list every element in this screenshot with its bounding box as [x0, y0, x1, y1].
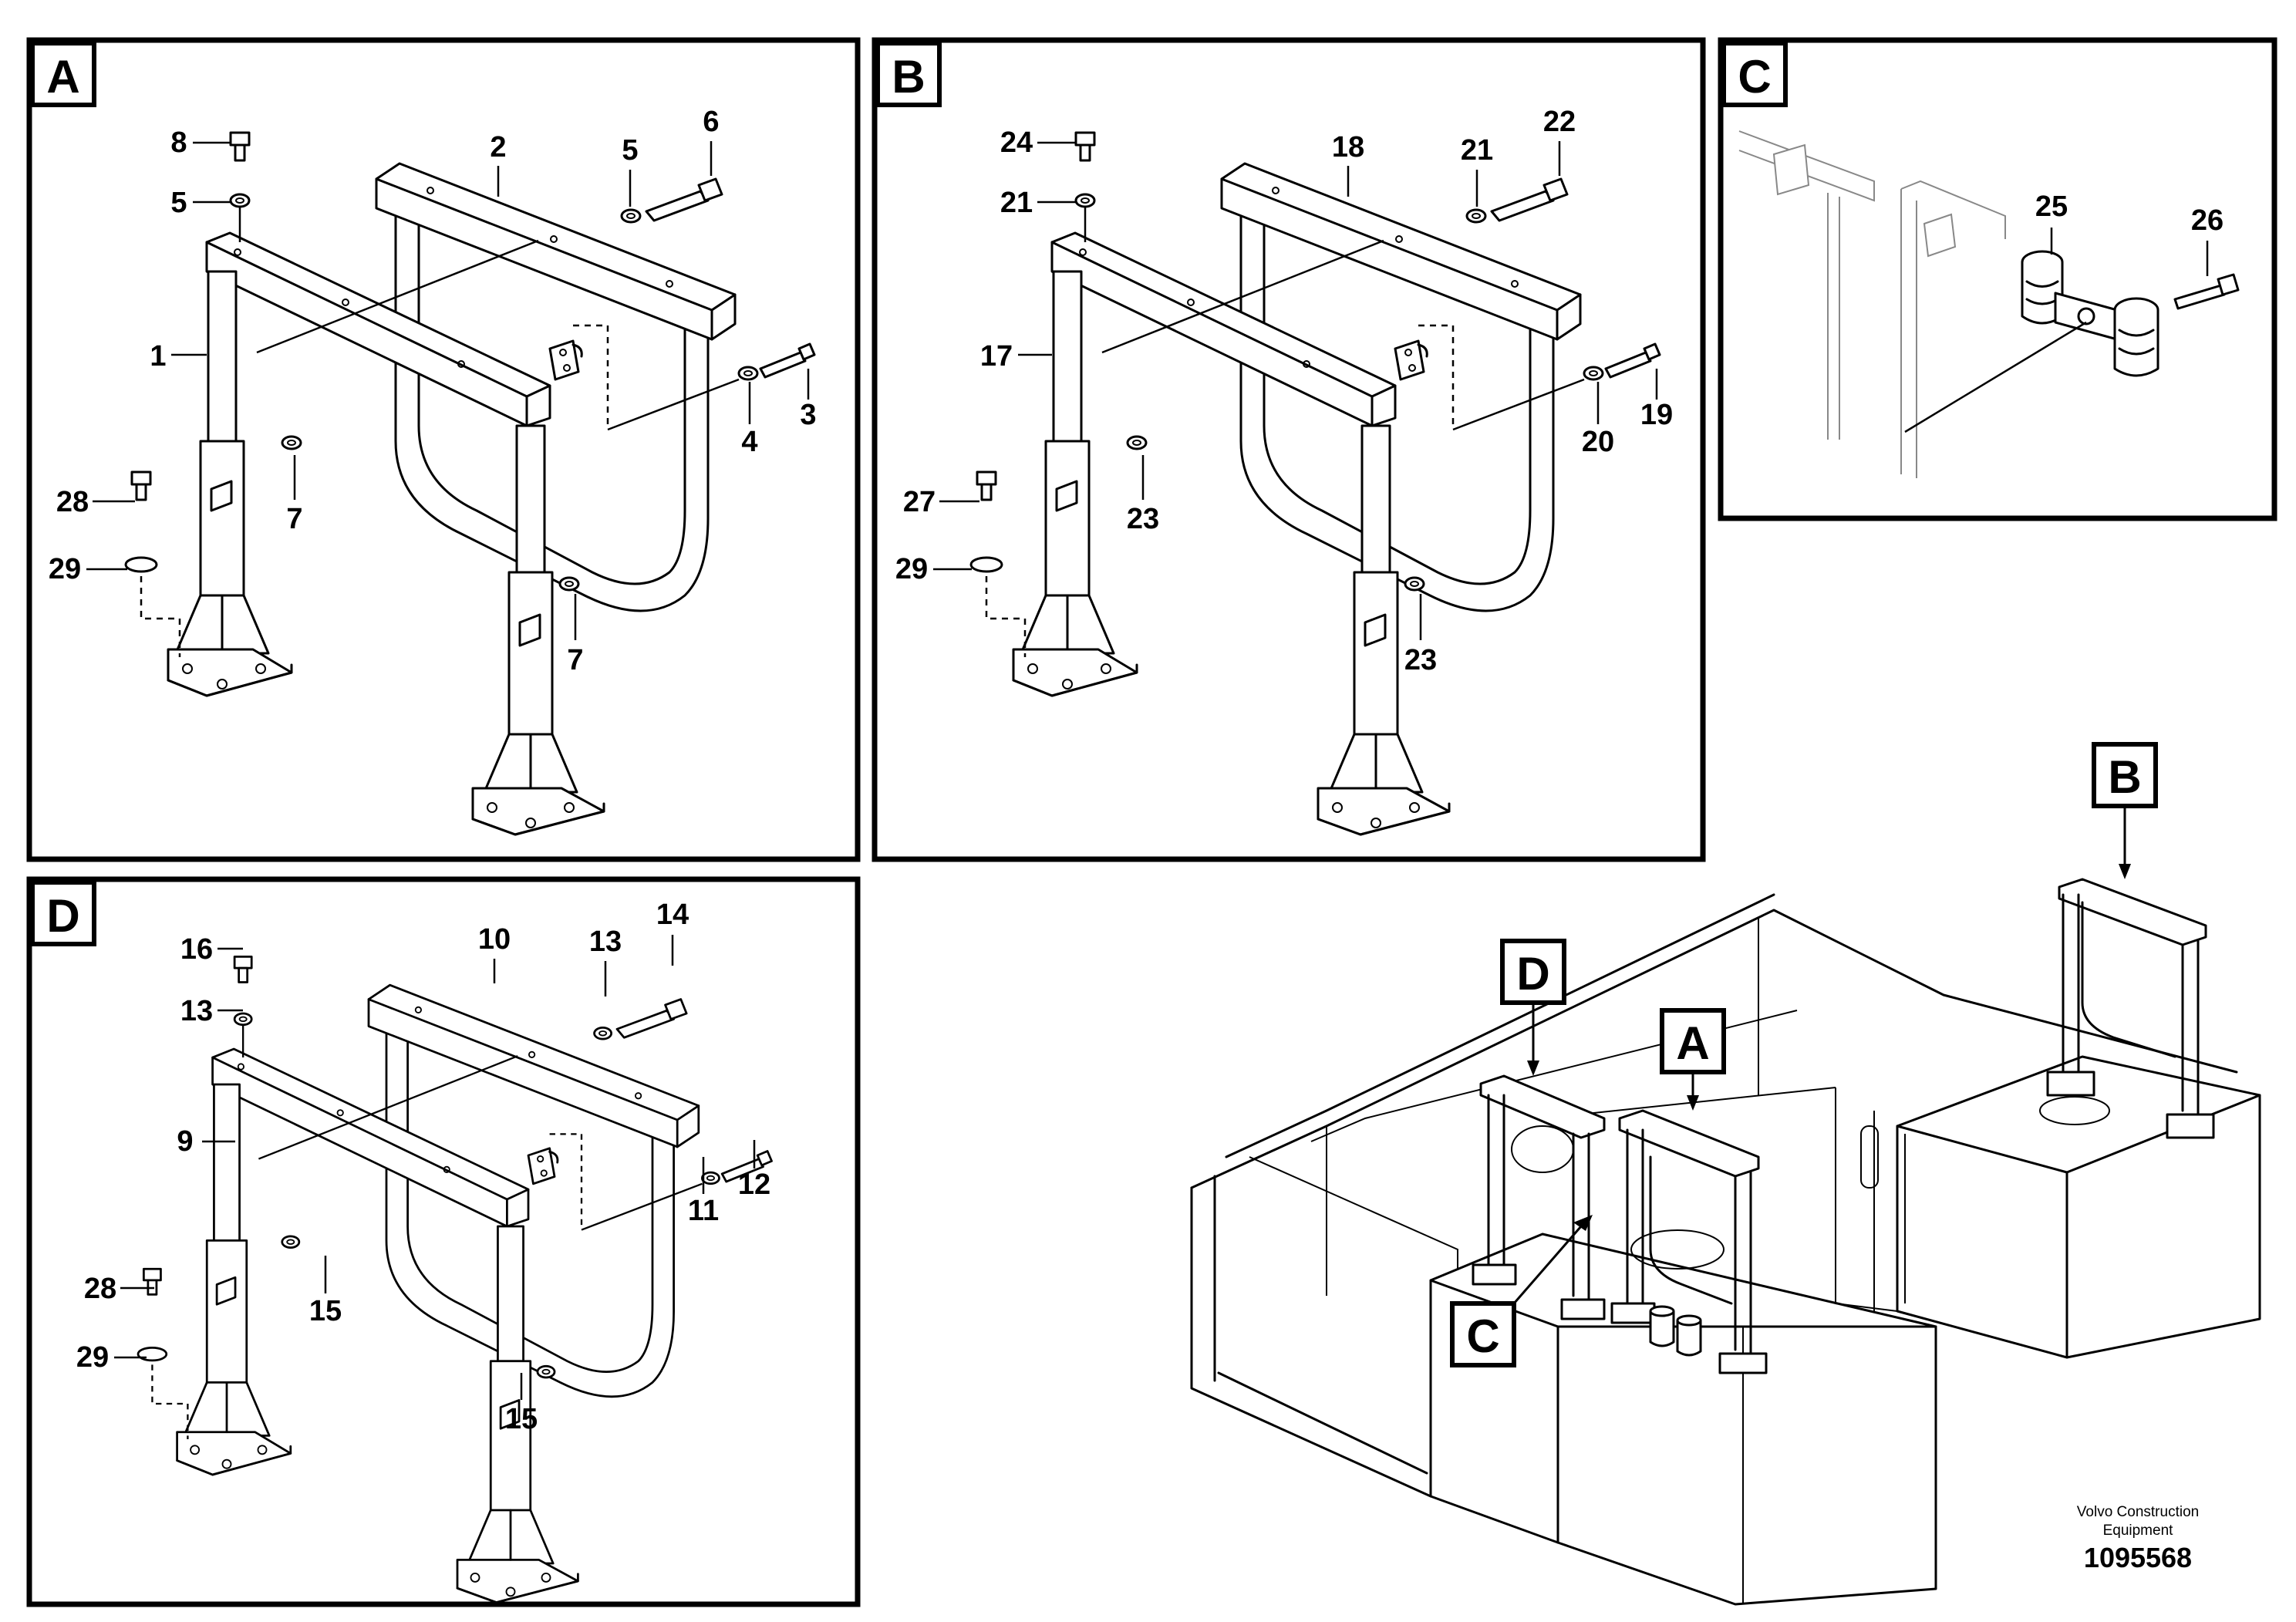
panel-b-letter: B	[892, 51, 925, 103]
panel-b: B 24 21 18 21 22	[872, 37, 1706, 862]
panel-a-assembly	[124, 131, 816, 836]
callout-c-25: 25	[2035, 191, 2068, 223]
panel-a: A 8 5 2 5	[26, 37, 861, 862]
panel-a-border	[26, 37, 861, 862]
callout-b-18: 18	[1332, 131, 1364, 164]
callout-d-29: 29	[76, 1341, 109, 1374]
overview-stand-b	[2046, 878, 2215, 1139]
overview-stand-d	[1472, 1074, 1606, 1320]
panel-a-letter: A	[46, 51, 79, 103]
callout-a-4: 4	[741, 426, 757, 458]
callout-a-7-upper: 7	[286, 503, 302, 535]
credit-line-2: Equipment	[2103, 1523, 2174, 1539]
callout-b-27: 27	[903, 486, 936, 518]
callout-d-11: 11	[688, 1195, 719, 1227]
panel-b-assembly	[969, 131, 1661, 836]
callout-b-22: 22	[1543, 106, 1576, 138]
callout-a-6: 6	[703, 106, 719, 138]
credit-line-1: Volvo Construction	[2077, 1504, 2199, 1520]
callout-b-29: 29	[895, 553, 928, 585]
callout-d-12: 12	[738, 1168, 770, 1201]
overview-marker-b-box	[2092, 742, 2158, 808]
panel-d-letter: D	[46, 890, 79, 942]
overview-marker-a: A	[1676, 1017, 1709, 1069]
panel-d-letter-box	[30, 880, 96, 946]
panel-c-letter: C	[1738, 51, 1771, 103]
callout-d-15-upper: 15	[309, 1295, 342, 1327]
document-number: 1095568	[2084, 1542, 2192, 1573]
panel-c-letter-box	[1721, 41, 1788, 107]
callout-a-5-right: 5	[622, 134, 638, 167]
overview-marker-a-box	[1660, 1008, 1726, 1074]
callout-b-19: 19	[1640, 399, 1673, 431]
callout-d-13-right: 13	[589, 926, 622, 958]
callout-b-21-left: 21	[1000, 187, 1033, 219]
overview-stand-a	[1610, 1109, 1768, 1374]
callout-a-1: 1	[150, 340, 166, 373]
callout-d-10: 10	[478, 923, 511, 956]
callout-a-5-left: 5	[170, 187, 187, 219]
overview-marker-c-box	[1450, 1301, 1516, 1367]
callout-d-14: 14	[656, 899, 689, 931]
callout-d-13-left: 13	[180, 995, 213, 1027]
overview-marker-d: D	[1516, 948, 1549, 1000]
overview-marker-c: C	[1466, 1310, 1499, 1362]
callout-b-23-upper: 23	[1127, 503, 1159, 535]
panel-c-clamp-detail	[1738, 130, 2240, 478]
callout-a-2: 2	[490, 131, 506, 164]
panel-d: D 16 13 10 13 14	[26, 876, 861, 1607]
callout-b-24: 24	[1000, 126, 1033, 159]
panel-a-letter-box	[30, 41, 96, 107]
panel-b-border	[872, 37, 1706, 862]
panel-c: C 25 26	[1718, 37, 2277, 521]
panel-d-assembly	[137, 956, 773, 1603]
callout-d-28: 28	[84, 1273, 116, 1305]
callout-b-23-lower: 23	[1404, 644, 1437, 676]
panel-c-border	[1718, 37, 2277, 521]
callout-d-16: 16	[180, 933, 213, 966]
panel-b-letter-box	[875, 41, 942, 107]
callout-a-28: 28	[56, 486, 89, 518]
callout-a-7-lower: 7	[567, 644, 583, 676]
callout-a-8: 8	[170, 126, 187, 159]
callout-a-3: 3	[800, 399, 816, 431]
panel-d-border	[26, 876, 861, 1607]
callout-b-17: 17	[980, 340, 1013, 373]
machine-overview: B D A C	[1190, 742, 2261, 1606]
callout-b-21-right: 21	[1461, 134, 1493, 167]
overview-marker-b: B	[2108, 751, 2141, 803]
callout-d-15-lower: 15	[505, 1403, 538, 1435]
callout-d-9: 9	[177, 1125, 193, 1158]
footer-credit: Volvo Construction Equipment 1095568	[2077, 1504, 2199, 1573]
callout-b-20: 20	[1582, 426, 1614, 458]
callout-c-26: 26	[2191, 204, 2224, 237]
callout-a-29: 29	[49, 553, 81, 585]
